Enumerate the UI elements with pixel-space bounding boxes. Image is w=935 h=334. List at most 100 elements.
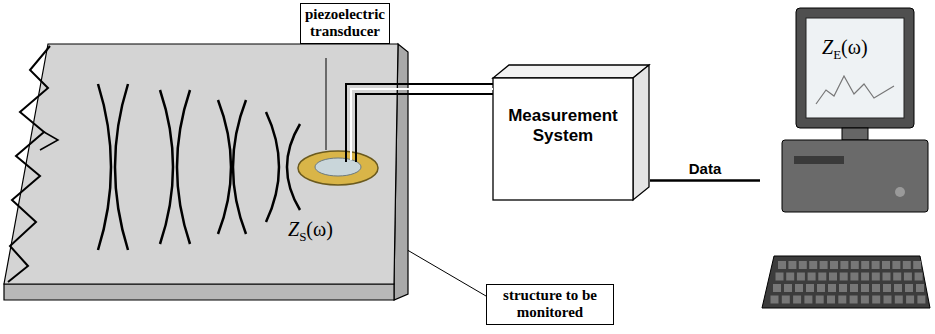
wave-front: [115, 84, 128, 250]
key: [861, 261, 869, 269]
key: [883, 284, 891, 292]
key: [892, 261, 900, 269]
crack: [40, 132, 58, 150]
key: [808, 273, 816, 281]
structure-plate: ZS(ω): [2, 44, 408, 302]
key: [782, 296, 790, 304]
key: [904, 273, 912, 281]
key: [882, 261, 890, 269]
wave-front: [177, 90, 190, 244]
wire: [346, 84, 493, 162]
key: [804, 296, 812, 304]
key: [776, 273, 784, 281]
key: [827, 296, 835, 304]
key: [861, 296, 869, 304]
key: [850, 296, 858, 304]
key: [793, 296, 801, 304]
key: [786, 273, 794, 281]
key: [818, 273, 826, 281]
node-text: Measurement System: [501, 106, 625, 147]
power-button: [895, 187, 905, 197]
key: [830, 261, 838, 269]
key: [903, 261, 911, 269]
wire: [351, 89, 493, 160]
keyboard-keys: [771, 261, 926, 304]
key: [788, 261, 796, 269]
key: [840, 273, 848, 281]
key: [829, 273, 837, 281]
key: [851, 261, 859, 269]
key: [778, 261, 786, 269]
monitor-screen: [806, 18, 904, 118]
box-front: [493, 78, 633, 200]
keyboard: [762, 256, 930, 308]
key: [872, 273, 880, 281]
computer-case: [782, 140, 928, 212]
transducer-disc: [315, 158, 361, 176]
plate-top: [4, 44, 398, 284]
key: [906, 296, 914, 304]
key: [883, 273, 891, 281]
key: [806, 284, 814, 292]
node-text: structure to be monitored: [491, 287, 609, 322]
key: [820, 261, 828, 269]
key: [905, 284, 913, 292]
key: [839, 284, 847, 292]
key: [809, 261, 817, 269]
drive-slot: [794, 156, 844, 164]
leader-line: [408, 250, 486, 296]
key: [884, 296, 892, 304]
key: [913, 261, 921, 269]
node-text: piezoelectric transducer: [305, 6, 385, 41]
transducer-ring: [298, 151, 378, 185]
screen-trace: [816, 76, 894, 104]
crack: [8, 46, 50, 282]
key: [771, 296, 779, 304]
key: [850, 273, 858, 281]
wave-front: [160, 90, 173, 244]
key: [817, 284, 825, 292]
wave-front: [266, 112, 279, 222]
key: [840, 261, 848, 269]
wave-front: [98, 84, 111, 250]
key: [784, 284, 792, 292]
key: [850, 284, 858, 292]
impedance-label: ZE(ω): [822, 36, 868, 63]
key: [799, 261, 807, 269]
box-top: [493, 65, 649, 78]
key: [872, 261, 880, 269]
key: [895, 296, 903, 304]
callout-box: piezoelectric transducer: [300, 3, 390, 44]
key: [816, 296, 824, 304]
wave-front: [287, 124, 300, 210]
key: [915, 273, 923, 281]
measurement-box: Measurement System: [493, 78, 633, 200]
key: [861, 273, 869, 281]
monitor-frame: [796, 8, 914, 128]
key: [894, 284, 902, 292]
key: [916, 284, 924, 292]
key: [893, 273, 901, 281]
monitor-stand: [842, 128, 868, 140]
key: [838, 296, 846, 304]
wave-front: [233, 100, 246, 234]
key: [917, 296, 925, 304]
plate-front: [4, 284, 394, 300]
key: [872, 296, 880, 304]
edge-label: Data: [686, 160, 725, 177]
wave-front: [218, 100, 231, 234]
computer: ZE(ω): [760, 6, 932, 330]
box-side: [633, 65, 649, 200]
leader-line: [326, 58, 327, 150]
data-cable: [650, 179, 760, 182]
callout-box: structure to be monitored: [486, 284, 614, 325]
key: [828, 284, 836, 292]
key: [773, 284, 781, 292]
wave-fronts: [98, 84, 300, 250]
key: [861, 284, 869, 292]
key: [872, 284, 880, 292]
plate-shape: [2, 44, 408, 302]
key: [795, 284, 803, 292]
